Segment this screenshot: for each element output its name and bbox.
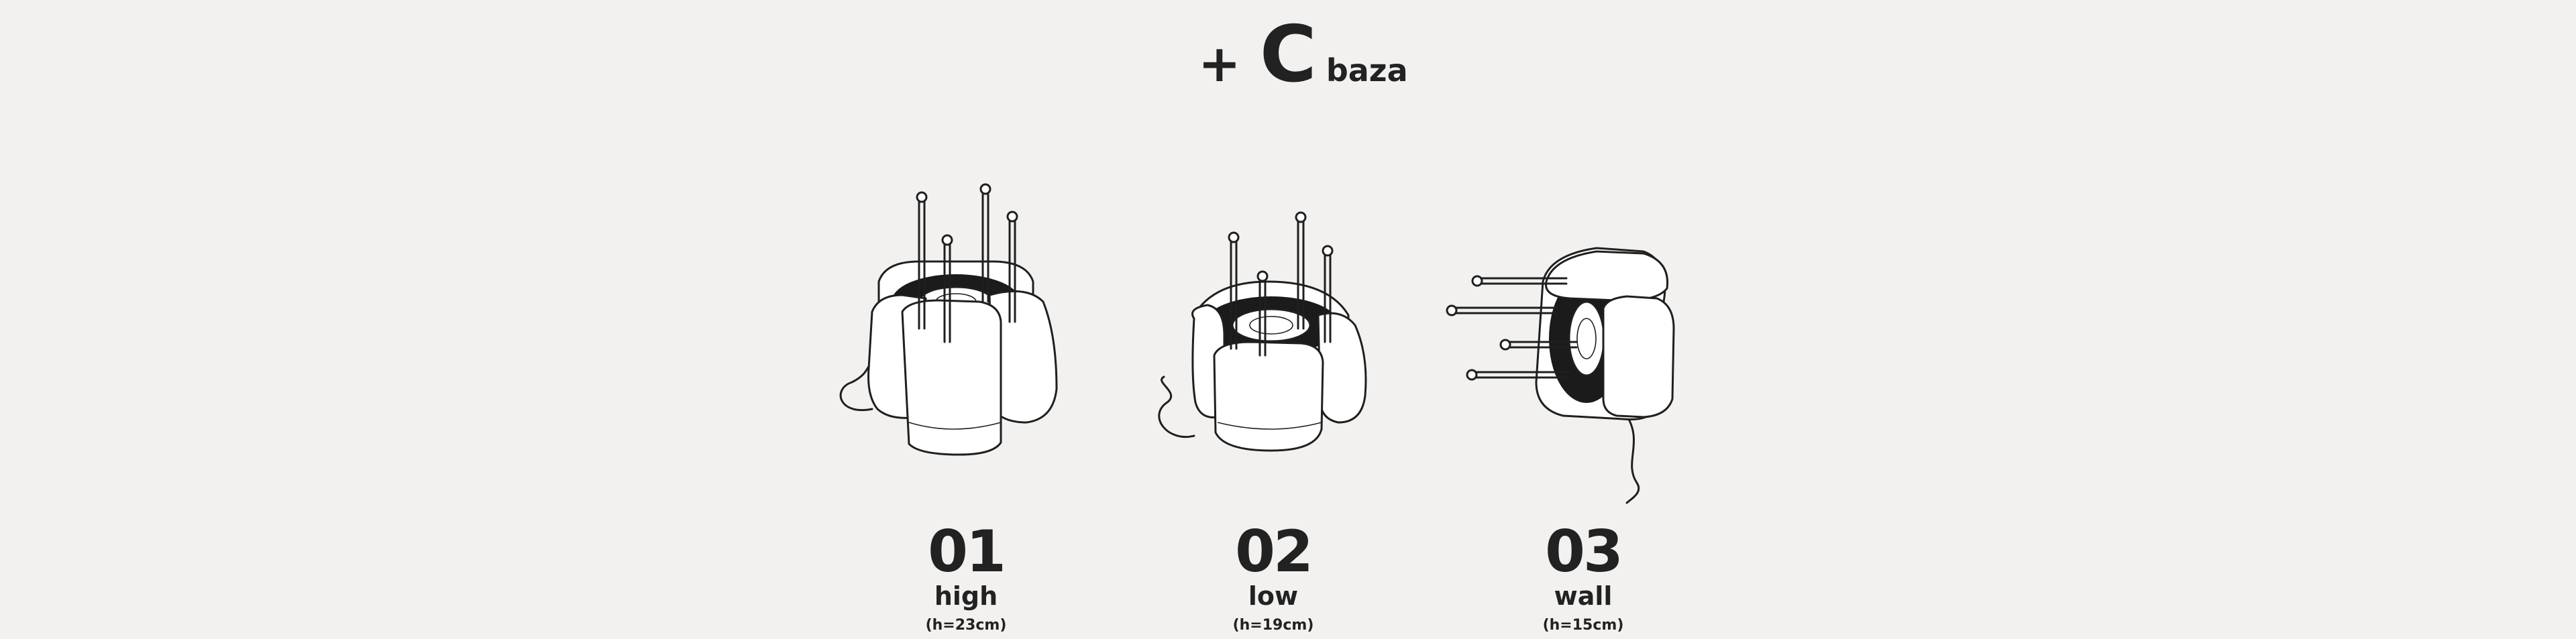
variant-name: low: [1248, 581, 1299, 611]
lamp-illustration-low: [1158, 211, 1367, 452]
variant-number: 03: [1545, 518, 1623, 585]
title-suffix: baza: [1326, 52, 1408, 89]
variant-number: 02: [1235, 518, 1313, 585]
lamp-illustration-high: [839, 183, 1058, 456]
variant-caption-high: 01 high (h=23cm): [885, 523, 1046, 636]
variant-name: high: [934, 581, 998, 611]
title-plus: +: [1198, 34, 1241, 93]
variant-height: (h=15cm): [1542, 617, 1624, 634]
title-letter: C: [1259, 9, 1317, 100]
variant-caption-low: 02 low (h=19cm): [1193, 523, 1354, 636]
variant-number: 01: [928, 518, 1006, 585]
variant-height: (h=23cm): [925, 617, 1007, 634]
variant-height: (h=19cm): [1232, 617, 1314, 634]
page-title: + C baza: [1198, 9, 1408, 100]
variant-caption-wall: 03 wall (h=15cm): [1503, 523, 1664, 636]
lamp-illustration-wall: [1446, 247, 1675, 504]
variant-name: wall: [1554, 581, 1613, 611]
